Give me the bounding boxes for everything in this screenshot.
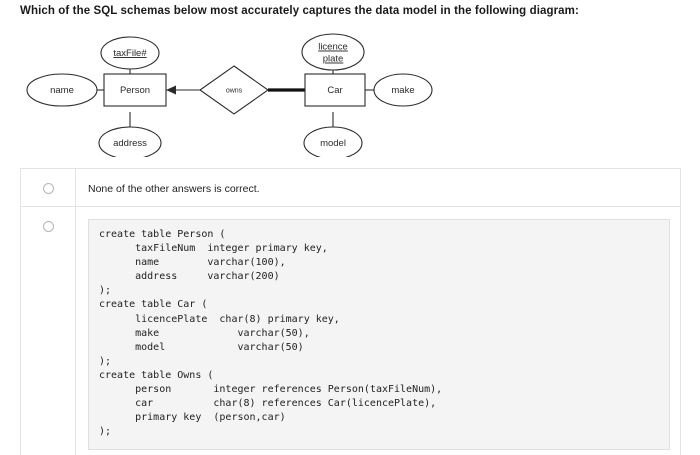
answer-options-table: None of the other answers is correct. cr… [20,168,681,455]
attribute-address-label: address [113,138,147,149]
attribute-model [303,126,363,157]
attribute-address [98,126,162,157]
answer-option-1-text: None of the other answers is correct. [88,183,260,195]
answer-option-row[interactable]: None of the other answers is correct. [21,169,680,207]
radio-cell[interactable] [21,169,76,206]
entity-car-label: Car [327,85,342,96]
attribute-taxfile [100,36,160,70]
attribute-name [26,73,98,107]
radio-cell[interactable] [21,207,76,455]
entity-person [103,73,167,107]
radio-button-option-2[interactable] [42,221,54,232]
entity-person-label: Person [120,85,150,96]
attribute-licence-plate [301,33,365,71]
answer-option-row[interactable]: create table Person ( taxFileNum integer… [21,207,680,455]
attribute-name-label: name [50,85,74,96]
attribute-licence-plate-label-line1: licence [318,42,348,53]
radio-button-option-1[interactable] [42,183,54,194]
attribute-taxfile-label: taxFile# [113,48,147,59]
relationship-owns [199,65,269,115]
entity-car [304,73,366,107]
attribute-licence-plate-label-line2: plate [323,54,344,65]
er-diagram: Person Car owns taxFile# name address li… [0,22,460,157]
answer-content-cell: None of the other answers is correct. [76,169,680,206]
arrowhead-to-person [166,85,176,95]
attribute-make-label: make [391,85,414,96]
page-title: Which of the SQL schemas below most accu… [20,5,579,17]
attribute-model-label: model [320,138,346,149]
relationship-owns-label: owns [226,87,243,94]
attribute-make [373,73,433,107]
answer-option-2-sql-code: create table Person ( taxFileNum integer… [88,219,670,451]
answer-content-cell: create table Person ( taxFileNum integer… [76,207,680,455]
